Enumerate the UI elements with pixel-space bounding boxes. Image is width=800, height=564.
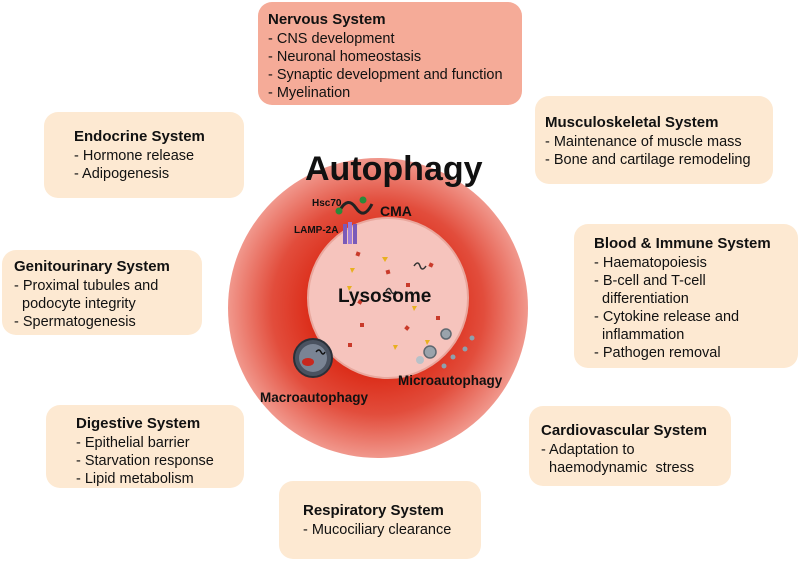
hsc70-protein [335, 196, 374, 215]
cardiovascular-system-title: Cardiovascular System [541, 422, 707, 439]
autophagosome [293, 338, 333, 378]
list-item: - Lipid metabolism [76, 471, 194, 487]
list-item: - Starvation response [76, 453, 214, 469]
autophagy-title: Autophagy [305, 150, 483, 188]
lysosome-cargo [348, 251, 440, 347]
lamp2a-label: LAMP-2A [294, 225, 339, 236]
musculoskeletal-system-box: Musculoskeletal System - Maintenance of … [535, 96, 773, 184]
endocrine-system-box: Endocrine System - Hormone release - Adi… [44, 112, 244, 198]
list-item: - Proximal tubules and [14, 278, 159, 294]
genitourinary-system-title: Genitourinary System [14, 258, 170, 275]
list-item: - Bone and cartilage remodeling [545, 152, 751, 168]
cargo-squiggle [413, 262, 427, 270]
list-item: - Adipogenesis [74, 166, 170, 182]
list-item: - Myelination [268, 85, 351, 101]
blood-immune-system-box: Blood & Immune System - Haematopoiesis -… [574, 224, 798, 368]
list-item: inflammation [594, 327, 685, 343]
microautophagy-label: Microautophagy [398, 373, 503, 388]
lamp2a-receptor [343, 222, 357, 244]
list-item: - Cytokine release and [594, 309, 740, 325]
digestive-system-title: Digestive System [76, 415, 201, 432]
genitourinary-system-box: Genitourinary System - Proximal tubules … [2, 250, 202, 335]
list-item: - Neuronal homeostasis [268, 49, 422, 65]
list-item: differentiation [594, 291, 689, 307]
endocrine-system-title: Endocrine System [74, 128, 205, 145]
lysosome-cargo-yellow [347, 257, 430, 350]
musculoskeletal-system-title: Musculoskeletal System [545, 114, 719, 131]
list-item: podocyte integrity [14, 296, 136, 312]
digestive-system-box: Digestive System - Epithelial barrier - … [46, 405, 244, 488]
list-item: - CNS development [268, 31, 395, 47]
blood-immune-system-title: Blood & Immune System [594, 235, 771, 252]
list-item: - Spermatogenesis [14, 314, 136, 330]
nervous-system-box: Nervous System - CNS development - Neuro… [258, 2, 522, 105]
list-item: - Pathogen removal [594, 345, 721, 361]
respiratory-system-title: Respiratory System [303, 502, 444, 519]
list-item: - Maintenance of muscle mass [545, 134, 742, 150]
lysosome-circle [307, 217, 469, 379]
cardiovascular-system-box: Cardiovascular System - Adaptation to ha… [529, 406, 731, 486]
list-item: - Haematopoiesis [594, 255, 707, 271]
list-item: - B-cell and T-cell [594, 273, 706, 289]
list-item: - Mucociliary clearance [303, 522, 452, 538]
lysosome-label: Lysosome [338, 286, 432, 307]
list-item: - Epithelial barrier [76, 435, 190, 451]
respiratory-system-box: Respiratory System - Mucociliary clearan… [279, 481, 481, 559]
cma-label: CMA [380, 203, 412, 219]
hsc70-label: Hsc70 [312, 198, 342, 209]
macroautophagy-label: Macroautophagy [260, 390, 369, 405]
list-item: - Adaptation to [541, 442, 635, 458]
nervous-system-title: Nervous System [268, 11, 386, 28]
microautophagy-vesicles [416, 328, 475, 369]
cargo-squiggle-2 [385, 287, 397, 295]
list-item: - Hormone release [74, 148, 195, 164]
list-item: - Synaptic development and function [268, 67, 503, 83]
list-item: haemodynamic stress [541, 460, 695, 476]
